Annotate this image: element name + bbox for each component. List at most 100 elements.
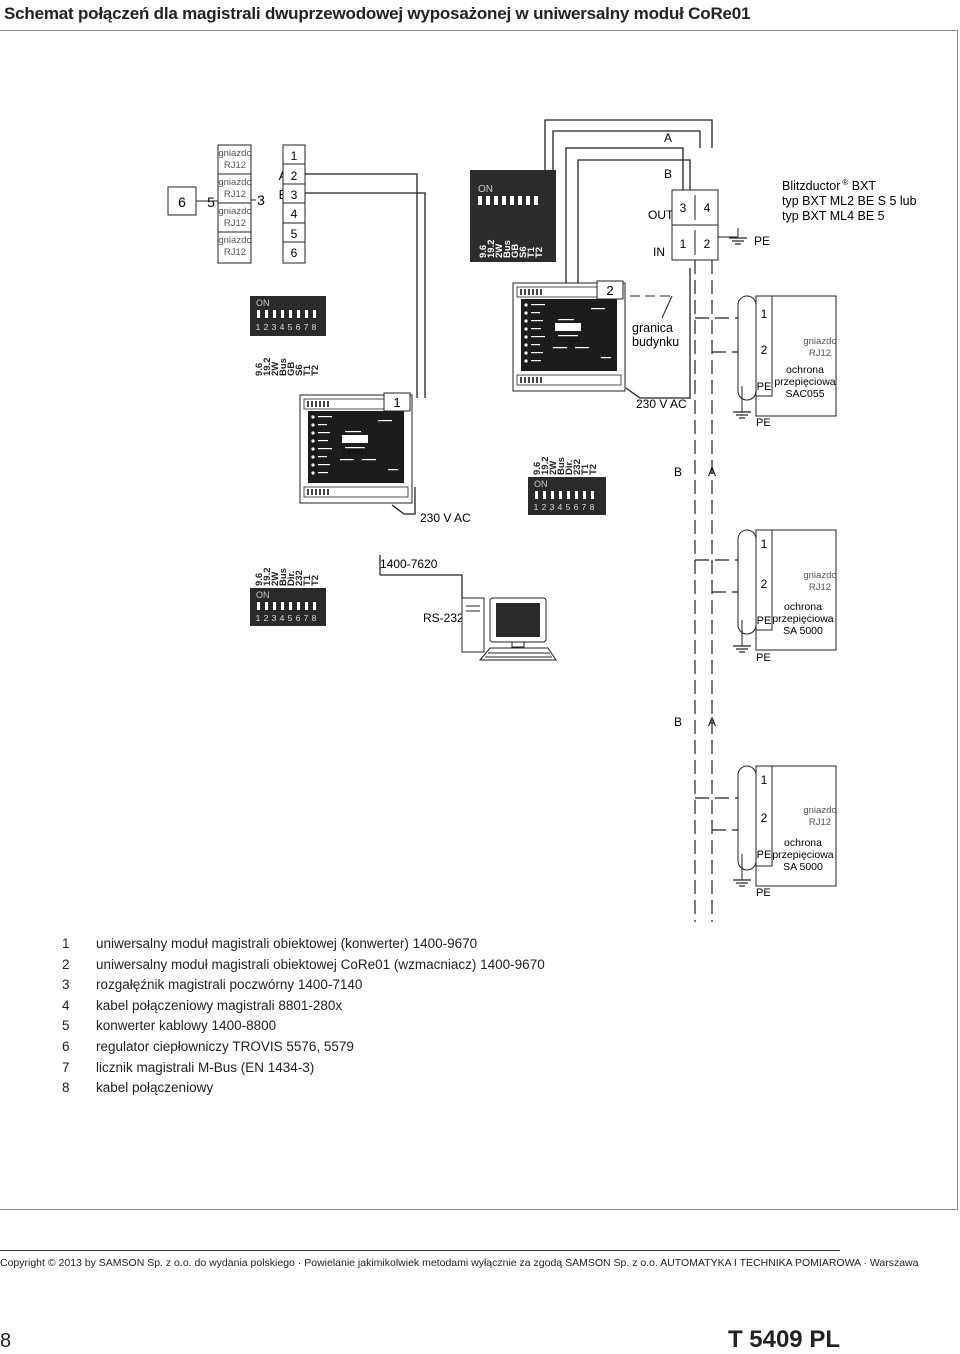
- svg-text:T1: T1: [302, 364, 313, 376]
- svg-text:Bus: Bus: [556, 457, 567, 475]
- building-boundary: granica budynku: [630, 295, 679, 349]
- svg-text:232: 232: [572, 459, 583, 475]
- surge-protector-sa5000-2: 1 2 PE gniazdo RJ12 ochrona przepięciowa…: [732, 765, 837, 899]
- svg-text:3: 3: [291, 188, 298, 202]
- dip-switch-top: ON 9.6 19.2 2W Bus GB S6 T1 T2: [470, 170, 556, 262]
- blitzductor-bxt: A B OUT IN 3 4 1 2 PE Blitzductor® BXT t…: [648, 131, 917, 261]
- distributor-ref: 3: [257, 192, 265, 208]
- svg-text:9.6: 9.6: [532, 462, 543, 475]
- svg-text:2W: 2W: [270, 572, 281, 586]
- dip-switch-left: ON 1 2 3 4 5 6 7 8 9.6 19.2 2W Bus GB S6…: [250, 296, 326, 376]
- svg-text:SA 5000: SA 5000: [783, 625, 823, 637]
- supply-label-2: 230 V AC: [420, 511, 471, 525]
- svg-text:SA 5000: SA 5000: [783, 861, 823, 873]
- svg-text:5: 5: [566, 502, 571, 512]
- svg-text:8: 8: [312, 613, 317, 623]
- svg-text:Dir.: Dir.: [286, 571, 297, 586]
- svg-text:7: 7: [582, 502, 587, 512]
- svg-text:przepięciowa: przepięciowa: [772, 613, 833, 625]
- svg-text:3: 3: [272, 613, 277, 623]
- svg-text:T2: T2: [310, 575, 321, 586]
- port-4-type: RJ12: [224, 247, 246, 258]
- svg-text:6: 6: [574, 502, 579, 512]
- svg-text:19.2: 19.2: [486, 240, 497, 259]
- copyright-text: Copyright © 2013 by SAMSON Sp. z o.o. do…: [0, 1257, 919, 1269]
- svg-text:PE: PE: [756, 417, 771, 429]
- svg-text:typ BXT ML2 BE S 5 lub: typ BXT ML2 BE S 5 lub: [782, 194, 917, 208]
- svg-text:19.2: 19.2: [540, 457, 551, 476]
- svg-text:RJ12: RJ12: [809, 348, 831, 359]
- svg-text:5: 5: [291, 227, 298, 241]
- supply-label-1: 230 V AC: [636, 397, 687, 411]
- svg-text:CoRe01: CoRe01: [555, 337, 581, 344]
- svg-text:ON: ON: [478, 184, 493, 195]
- svg-text:2: 2: [761, 577, 768, 591]
- amplifier-ref: 2: [606, 283, 613, 298]
- svg-text:S6: S6: [294, 364, 305, 376]
- svg-text:19.2: 19.2: [262, 358, 273, 377]
- svg-text:2: 2: [704, 237, 711, 251]
- port-2-label: gniazdo: [218, 177, 251, 188]
- surge-protector-sac055: 1 2 PE gniazdo RJ12 ochrona przepięciowa…: [732, 295, 837, 429]
- svg-text:4: 4: [280, 613, 285, 623]
- bus-a-label-2: A: [708, 715, 716, 729]
- terminal-block: [282, 144, 306, 264]
- svg-text:ochrona: ochrona: [784, 837, 822, 849]
- svg-text:ON: ON: [534, 479, 548, 489]
- svg-text:4: 4: [704, 201, 711, 215]
- svg-text:2: 2: [542, 502, 547, 512]
- port-1-label: gniazdo: [218, 148, 251, 159]
- core01-converter: CoRe01 1: [299, 392, 413, 504]
- svg-text:gniazdo: gniazdo: [803, 570, 836, 581]
- svg-text:232: 232: [294, 570, 305, 586]
- svg-text:PE: PE: [754, 234, 770, 248]
- svg-text:S6: S6: [518, 246, 529, 258]
- svg-text:2: 2: [761, 811, 768, 825]
- svg-text:3: 3: [272, 322, 277, 332]
- svg-text:T2: T2: [310, 365, 321, 376]
- distributor-ports: [217, 144, 252, 264]
- svg-text:przepięciowa: przepięciowa: [774, 376, 835, 388]
- svg-text:7: 7: [304, 613, 309, 623]
- svg-text:granica: granica: [632, 321, 673, 335]
- svg-text:PE: PE: [757, 615, 772, 627]
- bus-b-label-2: B: [674, 715, 682, 729]
- part-number: 1400-7620: [380, 557, 438, 571]
- port-1-type: RJ12: [224, 160, 246, 171]
- svg-text:Dir.: Dir.: [564, 460, 575, 475]
- port-2-type: RJ12: [224, 189, 246, 200]
- svg-text:1: 1: [291, 149, 298, 163]
- svg-text:1: 1: [761, 773, 768, 787]
- svg-text:6: 6: [291, 246, 298, 260]
- svg-text:T1: T1: [526, 246, 537, 258]
- svg-text:6: 6: [296, 322, 301, 332]
- svg-text:CoRe01: CoRe01: [342, 449, 368, 456]
- dip-switch-mid: 9.6 19.2 2W Bus Dir. 232 T1 T2 ON 1 2 3 …: [528, 457, 606, 515]
- svg-text:7: 7: [304, 322, 309, 332]
- svg-text:ochrona: ochrona: [786, 364, 824, 376]
- svg-text:PE: PE: [757, 381, 772, 393]
- svg-text:9.6: 9.6: [254, 573, 265, 586]
- svg-text:T1: T1: [580, 463, 591, 475]
- svg-text:4: 4: [280, 322, 285, 332]
- svg-text:typ BXT ML4 BE 5: typ BXT ML4 BE 5: [782, 209, 885, 223]
- svg-text:5: 5: [288, 322, 293, 332]
- svg-text:PE: PE: [757, 849, 772, 861]
- svg-text:1: 1: [256, 613, 261, 623]
- footer-divider: [0, 1250, 840, 1251]
- svg-text:IN: IN: [653, 245, 665, 259]
- svg-text:3: 3: [680, 201, 687, 215]
- diagram-frame: [0, 30, 958, 1210]
- svg-text:RJ12: RJ12: [809, 817, 831, 828]
- svg-text:Bus: Bus: [278, 358, 289, 376]
- svg-text:19.2: 19.2: [262, 568, 273, 587]
- svg-text:1: 1: [680, 237, 687, 251]
- svg-text:9.6: 9.6: [478, 245, 489, 258]
- svg-text:A: A: [664, 131, 672, 145]
- bus-a-label-1: A: [708, 465, 716, 479]
